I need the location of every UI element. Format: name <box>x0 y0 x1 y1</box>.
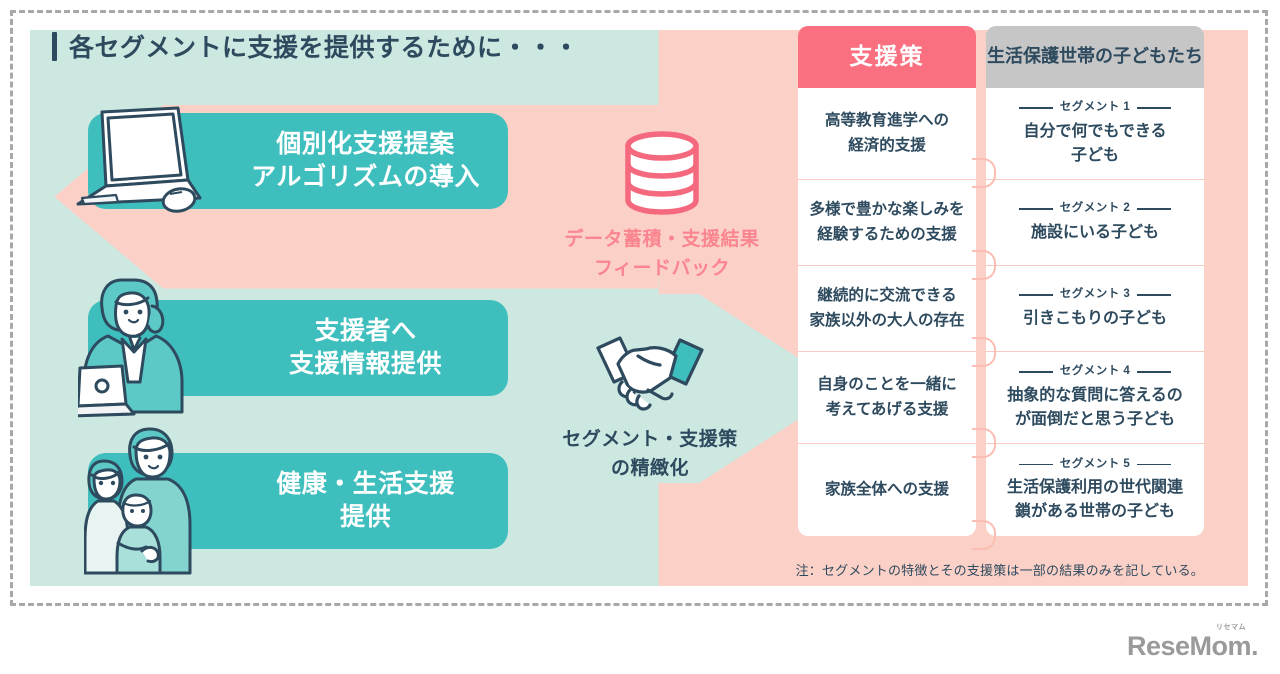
page-title: 各セグメントに支援を提供するために・・・ <box>52 28 579 64</box>
row-connector-icon <box>972 250 996 280</box>
segment-label: セグメント 5 <box>994 456 1196 473</box>
support-3-line1: 継続的に交流できる <box>817 287 957 305</box>
child-5-line2: 鎖がある世帯の子ども <box>1014 503 1175 521</box>
card-3-label: 健康・生活支援 提供 <box>233 468 498 534</box>
feedback-line1: データ蓄積・支援結果 <box>564 229 760 250</box>
card-1-line2: アルゴリズムの導入 <box>251 163 480 191</box>
title-accent-bar <box>52 31 57 61</box>
row-connector-icon <box>972 520 996 550</box>
table-body: 高等教育進学への 経済的支援 多様で豊かな楽しみを 経験するための支援 継続的に… <box>798 88 1204 536</box>
table-row: セグメント 3 引きこもりの子ども <box>986 266 1204 352</box>
card-1-label: 個別化支援提案 アルゴリズムの導入 <box>233 128 498 194</box>
child-5-line1: 生活保護利用の世代関連 <box>1006 479 1183 497</box>
support-4-line2: 考えてあげる支援 <box>825 400 949 418</box>
table-row: 自身のことを一緒に 考えてあげる支援 <box>798 352 976 444</box>
support-card-2[interactable]: 支援者へ 支援情報提供 <box>88 300 508 396</box>
feedback-label: データ蓄積・支援結果 フィードバック <box>532 226 792 283</box>
table-row: 多様で豊かな楽しみを 経験するための支援 <box>798 180 976 266</box>
segment-label: セグメント 4 <box>994 363 1196 380</box>
table-footnote: 注：セグメントの特徴とその支援策は一部の結果のみを記している。 <box>795 563 1204 578</box>
support-1-line2: 経済的支援 <box>848 136 926 154</box>
children-column: セグメント 1 自分で何でもできる 子ども セグメント 2 施設にいる子ども セ… <box>986 88 1204 536</box>
feedback-block: データ蓄積・支援結果 フィードバック <box>532 130 792 283</box>
segments-table: 支援策 生活保護世帯の子どもたち 高等教育進学への 経済的支援 多様で豊かな楽し… <box>798 26 1204 536</box>
table-row: 高等教育進学への 経済的支援 <box>798 88 976 180</box>
support-column: 高等教育進学への 経済的支援 多様で豊かな楽しみを 経験するための支援 継続的に… <box>798 88 976 536</box>
table-row: セグメント 4 抽象的な質問に答えるの が面倒だと思う子ども <box>986 352 1204 444</box>
support-5-line1: 家族全体への支援 <box>824 480 949 498</box>
row-connector-icon <box>972 337 996 367</box>
table-row: セグメント 1 自分で何でもできる 子ども <box>986 88 1204 180</box>
child-3-line1: 引きこもりの子ども <box>1022 309 1167 327</box>
row-connector-icon <box>972 158 996 188</box>
segment-label: セグメント 2 <box>994 200 1196 217</box>
support-card-1[interactable]: 個別化支援提案 アルゴリズムの導入 <box>88 113 508 209</box>
support-1-line1: 高等教育進学への <box>824 112 949 130</box>
resemom-logo: リセマム ReseMom. <box>1126 624 1259 662</box>
card-3-line1: 健康・生活支援 <box>276 470 455 498</box>
card-2-line1: 支援者へ <box>314 317 417 345</box>
logo-text: リセマム ReseMom. <box>1126 624 1259 662</box>
support-3-line2: 家族以外の大人の存在 <box>809 311 965 329</box>
table-row: セグメント 2 施設にいる子ども <box>986 180 1204 266</box>
refinement-line1: セグメント・支援策 <box>562 429 738 450</box>
header-children: 生活保護世帯の子どもたち <box>986 26 1204 88</box>
child-4-line2: が面倒だと思う子ども <box>1014 410 1175 428</box>
title-text: 各セグメントに支援を提供するために・・・ <box>69 34 580 62</box>
table-row: 家族全体への支援 <box>798 444 976 536</box>
child-1-line1: 自分で何でもできる <box>1023 122 1167 140</box>
table-header-row: 支援策 生活保護世帯の子どもたち <box>798 26 1204 88</box>
support-4-line1: 自身のことを一緒に <box>817 376 957 394</box>
logo-wordmark: ReseMom. <box>1126 631 1259 661</box>
refinement-line2: の精緻化 <box>610 457 689 479</box>
database-icon <box>532 130 792 216</box>
child-4-line1: 抽象的な質問に答えるの <box>1007 386 1183 404</box>
header-support: 支援策 <box>798 26 976 88</box>
support-2-line1: 多様で豊かな楽しみを <box>809 201 965 219</box>
child-2-line1: 施設にいる子ども <box>1030 223 1159 241</box>
dashed-border-frame <box>10 10 1268 606</box>
refinement-label: セグメント・支援策 の精緻化 <box>520 426 780 483</box>
support-card-3[interactable]: 健康・生活支援 提供 <box>88 453 508 549</box>
support-2-line2: 経験するための支援 <box>817 225 957 243</box>
refinement-block: セグメント・支援策 の精緻化 <box>520 330 780 483</box>
card-2-line2: 支援情報提供 <box>288 350 442 378</box>
card-3-line2: 提供 <box>339 503 391 531</box>
card-1-line1: 個別化支援提案 <box>276 130 455 158</box>
row-connector-icon <box>972 428 996 458</box>
feedback-line2: フィードバック <box>593 257 731 279</box>
handshake-icon <box>520 330 780 416</box>
child-1-line2: 子ども <box>1070 146 1119 164</box>
logo-ruby: リセマム <box>1216 624 1246 631</box>
card-2-label: 支援者へ 支援情報提供 <box>233 315 498 381</box>
table-row: セグメント 5 生活保護利用の世代関連 鎖がある世帯の子ども <box>986 444 1204 536</box>
table-row: 継続的に交流できる 家族以外の大人の存在 <box>798 266 976 352</box>
segment-label: セグメント 1 <box>994 99 1196 116</box>
segment-label: セグメント 3 <box>994 286 1196 303</box>
